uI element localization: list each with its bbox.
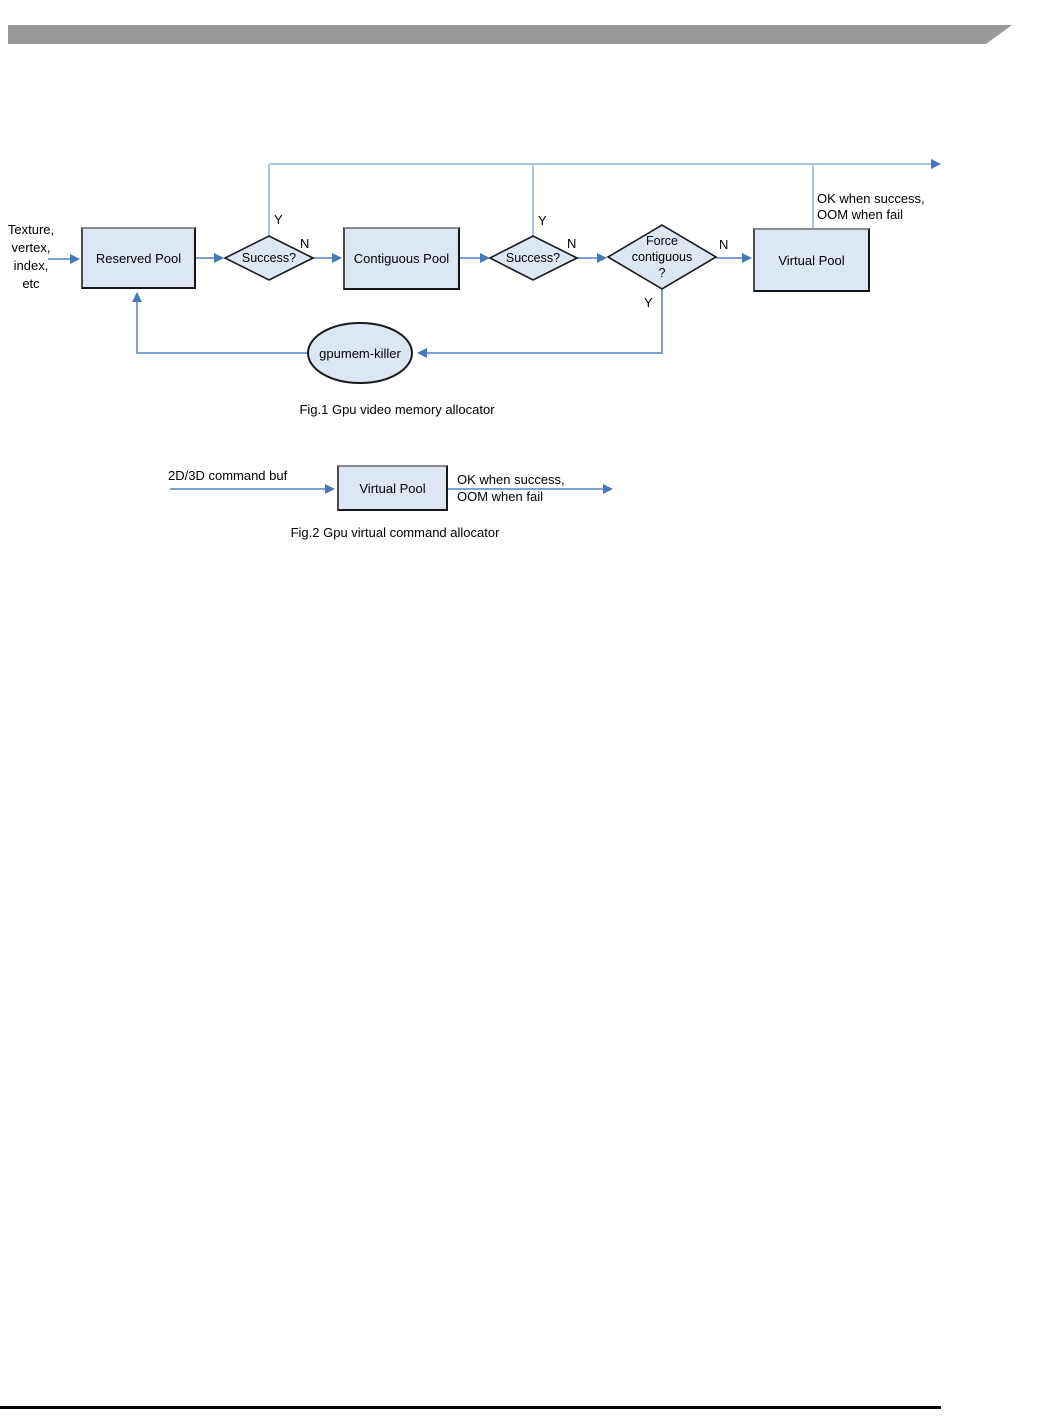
branch-label-n1: N (300, 236, 310, 251)
success2-diamond (488, 235, 579, 281)
fig1-caption: Fig.1 Gpu video memory allocator (299, 402, 495, 417)
arrowhead-into-killer (417, 348, 427, 358)
fig2-arrowhead-output (603, 484, 613, 494)
fig1-input-label: Texture, vertex, index, etc (2, 221, 60, 293)
virtual-pool-node: Virtual Pool (753, 228, 870, 292)
contiguous-pool-node: Contiguous Pool (343, 227, 460, 290)
fig2-output-line: OOM when fail (457, 488, 543, 504)
arrowhead-success1 (214, 253, 224, 263)
fig2-output-note: OK when success, OOM when fail (457, 472, 565, 505)
branch-label-n3: N (719, 237, 729, 252)
force-contiguous-diamond (606, 224, 718, 290)
arrowhead-success2 (480, 253, 490, 263)
fig2-output-line: OK when success, (457, 472, 565, 487)
success1-diamond (223, 235, 315, 281)
input-line: etc (22, 276, 40, 291)
arrowhead-contiguous (332, 253, 342, 263)
output-note-line: OOM when fail (817, 206, 903, 222)
success2-label: Success? (505, 251, 561, 265)
fig2-virtual-pool-node: Virtual Pool (337, 465, 448, 511)
arrowhead-force (597, 253, 607, 263)
gpumem-killer-ellipse (307, 322, 413, 384)
input-line: Texture, (7, 222, 55, 237)
input-line: vertex, (11, 240, 51, 255)
arrow-killer-to-reserved (136, 300, 308, 354)
branch-label-y1: Y (274, 212, 283, 227)
arrowhead-input (70, 254, 80, 264)
branch-label-n2: N (567, 236, 577, 251)
output-note-line: OK when success, (817, 191, 925, 206)
arrow-force-y-to-killer (424, 289, 663, 354)
force-line: contiguous (631, 250, 693, 264)
success1-label: Success? (241, 251, 297, 265)
force-line: ? (658, 266, 666, 280)
gpumem-killer-label: gpumem-killer (319, 346, 401, 361)
arrowhead-into-reserved-bottom (132, 292, 142, 302)
arrowhead-top-output (931, 159, 941, 169)
branch-label-y3: Y (644, 295, 653, 310)
input-line: index, (13, 258, 49, 273)
force-contiguous-label: Force contiguous ? (608, 233, 716, 281)
header-swoosh-bar (8, 25, 1012, 44)
fig1-output-note: OK when success, OOM when fail (817, 191, 925, 222)
force-line: Force (646, 234, 678, 248)
footer-rule (0, 1406, 941, 1409)
fig2-caption: Fig.2 Gpu virtual command allocator (290, 525, 500, 540)
arrowhead-virtual (742, 253, 752, 263)
fig2-arrowhead-input (325, 484, 335, 494)
fig2-input-label: 2D/3D command buf (168, 468, 288, 483)
branch-label-y2: Y (538, 213, 547, 228)
reserved-pool-node: Reserved Pool (81, 227, 196, 289)
